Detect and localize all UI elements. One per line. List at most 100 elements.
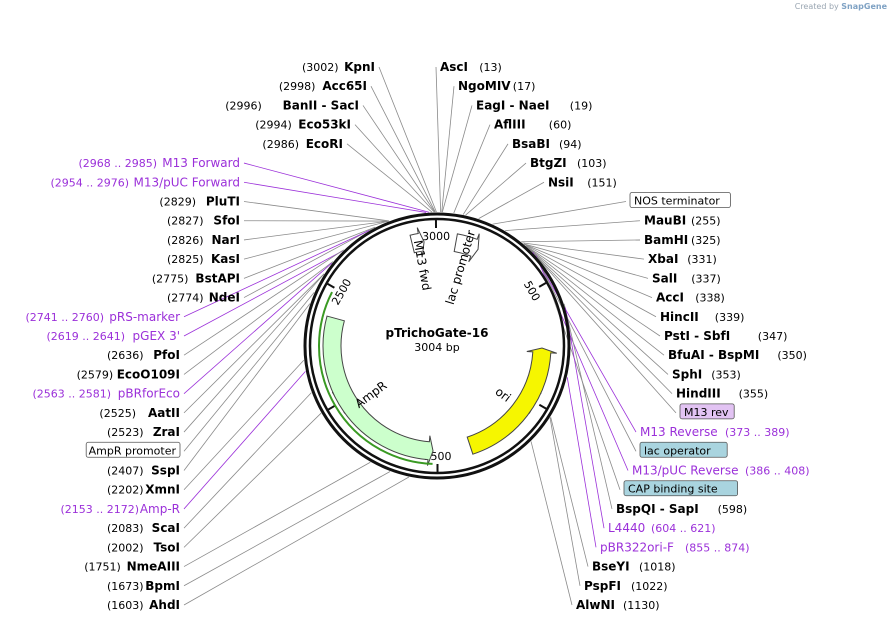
site-afliii[interactable]: AflIII(60) [494, 118, 571, 132]
leader-line [521, 239, 641, 243]
feature-box [623, 480, 738, 497]
site-m13-reverse[interactable]: M13 Reverse(373 .. 389) [640, 425, 790, 439]
site-position: (604 .. 621) [651, 522, 716, 535]
site-position: (2827) [167, 215, 204, 228]
site-asci[interactable]: AscI(13) [440, 60, 502, 74]
site-bspqi-sapi[interactable]: BspQI - SapI(598) [616, 502, 747, 516]
site-pluti[interactable]: PluTI(2829) [159, 195, 240, 209]
site-bsabi[interactable]: BsaBI(94) [512, 137, 582, 151]
site-position: (13) [479, 61, 502, 74]
site-cap-binding-site[interactable]: CAP binding site [623, 480, 738, 497]
site-bseyi[interactable]: BseYI(1018) [592, 560, 676, 574]
site-acc65i[interactable]: Acc65I(2998) [279, 79, 367, 93]
site-name: MauBI [644, 214, 686, 228]
site-sali[interactable]: SalI(337) [652, 271, 721, 285]
tick-mark [326, 282, 335, 289]
site-position: (2998) [279, 80, 316, 93]
site-hindiii[interactable]: HindIII(355) [676, 387, 768, 401]
site-pbrforeco[interactable]: pBRforEco(2563 .. 2581) [32, 387, 180, 401]
site-prs-marker[interactable]: pRS-marker(2741 .. 2760) [25, 310, 180, 324]
leader-line [183, 230, 370, 318]
site-xmni[interactable]: XmnI(2202) [107, 483, 180, 497]
leader-line [550, 416, 589, 567]
site-btgzi[interactable]: BtgZI(103) [530, 156, 607, 170]
site-bamhi[interactable]: BamHI(325) [644, 233, 721, 247]
site-ahdi[interactable]: AhdI(1603) [107, 598, 180, 612]
site-pspfi[interactable]: PspFI(1022) [584, 579, 668, 593]
leader-line [243, 162, 430, 213]
site-bpmi[interactable]: BpmI(1673) [107, 579, 180, 593]
feature-arrow-ampr[interactable] [322, 315, 434, 466]
site-l4440[interactable]: L4440(604 .. 621) [608, 521, 716, 535]
site-amp-r[interactable]: Amp-R(2153 .. 2172) [60, 502, 180, 516]
leader-line [362, 105, 436, 213]
feature-box [85, 441, 181, 458]
feature-arrow-lac-promoter[interactable] [453, 233, 480, 263]
site-name: NsiI [548, 175, 574, 189]
site-bstapi[interactable]: BstAPI(2775) [152, 271, 240, 285]
site-tsoi[interactable]: TsoI(2002) [107, 540, 180, 554]
leader-line [532, 252, 637, 433]
leader-line [378, 66, 437, 213]
site-name: AatII [148, 406, 180, 420]
plasmid-name: pTrichoGate-16 [386, 326, 489, 340]
feature-arrow-ori[interactable] [466, 347, 557, 455]
site-kpni[interactable]: KpnI(3002) [302, 60, 375, 74]
site-name: pBR322ori-F [600, 540, 674, 554]
site-m13-puc-reverse[interactable]: M13/pUC Reverse(386 .. 408) [632, 464, 810, 478]
site-hincii[interactable]: HincII(339) [660, 310, 744, 324]
site-acci[interactable]: AccI(338) [656, 291, 725, 305]
site-ecori[interactable]: EcoRI(2986) [262, 137, 343, 151]
site-psti-sbfi[interactable]: PstI - SbfI(347) [664, 329, 787, 343]
plasmid-length: 3004 bp [414, 341, 459, 354]
site-nsii[interactable]: NsiI(151) [548, 175, 617, 189]
feature-arrow-m13-fwd[interactable] [409, 227, 425, 258]
site-m13-puc-forward[interactable]: M13/pUC Forward(2954 .. 2976) [50, 175, 240, 189]
site-position: (2525) [99, 407, 136, 420]
site-position: (2002) [107, 541, 144, 554]
site-name: ScaI [152, 521, 180, 535]
site-banii-saci[interactable]: BanII - SacI(2996) [225, 98, 359, 112]
site-nos-terminator[interactable]: NOS terminator [629, 192, 731, 208]
leader-line [183, 273, 325, 414]
leader-line [183, 292, 315, 452]
site-name: AmpR promoter [89, 444, 177, 457]
site-name: NarI [211, 233, 240, 247]
site-name: SphI [672, 367, 702, 381]
site-eagi-naei[interactable]: EagI - NaeI(19) [476, 98, 592, 112]
site-kasi[interactable]: KasI(2825) [167, 252, 240, 266]
site-aatii[interactable]: AatII (2525) [99, 406, 180, 420]
site-position: (338) [695, 292, 725, 305]
site-ngomiv[interactable]: NgoMIV(17) [458, 79, 535, 93]
site-name: M13 Reverse [640, 425, 718, 439]
site-maubi[interactable]: MauBI(255) [644, 214, 721, 228]
site-lac-operator[interactable]: lac operator [639, 441, 728, 458]
site-xbai[interactable]: XbaI(331) [648, 252, 717, 266]
site-alwni[interactable]: AlwNI(1130) [576, 598, 660, 612]
site-ndei[interactable]: NdeI(2774) [167, 291, 240, 305]
site-m13-forward[interactable]: M13 Forward(2968 .. 2985) [78, 156, 240, 170]
site-name: BsaBI [512, 137, 550, 151]
site-scai[interactable]: ScaI(2083) [107, 521, 180, 535]
site-zrai[interactable]: ZraI(2523) [107, 425, 180, 439]
site-sfoi[interactable]: SfoI(2827) [167, 214, 240, 228]
site-nmeaiii[interactable]: NmeAIII(1751) [84, 560, 180, 574]
site-eco53ki[interactable]: Eco53kI(2994) [255, 118, 351, 132]
site-bfuai-bspmi[interactable]: BfuAI - BspMI(350) [668, 348, 807, 362]
site-pbr322ori-f[interactable]: pBR322ori-F(855 .. 874) [600, 540, 750, 554]
site-pfoi[interactable]: PfoI(2636) [107, 348, 180, 362]
site-sspi[interactable]: SspI(2407) [107, 464, 180, 478]
site-pgex-3[interactable]: pGEX 3'(2619 .. 2641) [46, 329, 180, 343]
leader-line [243, 181, 427, 213]
site-name: XbaI [648, 252, 678, 266]
site-name: pGEX 3' [133, 329, 180, 343]
feature-box [639, 441, 728, 458]
site-m13-rev[interactable]: M13 rev [679, 403, 735, 420]
site-ampr-promoter[interactable]: AmpR promoter [85, 441, 181, 458]
site-sphi[interactable]: SphI(353) [672, 367, 741, 381]
site-name: BtgZI [530, 156, 567, 170]
site-ecoo109i[interactable]: EcoO109I(2579) [77, 367, 180, 381]
site-name: BfuAI - BspMI [668, 348, 759, 362]
site-position: (339) [715, 311, 745, 324]
site-nari[interactable]: NarI(2826) [167, 233, 240, 247]
